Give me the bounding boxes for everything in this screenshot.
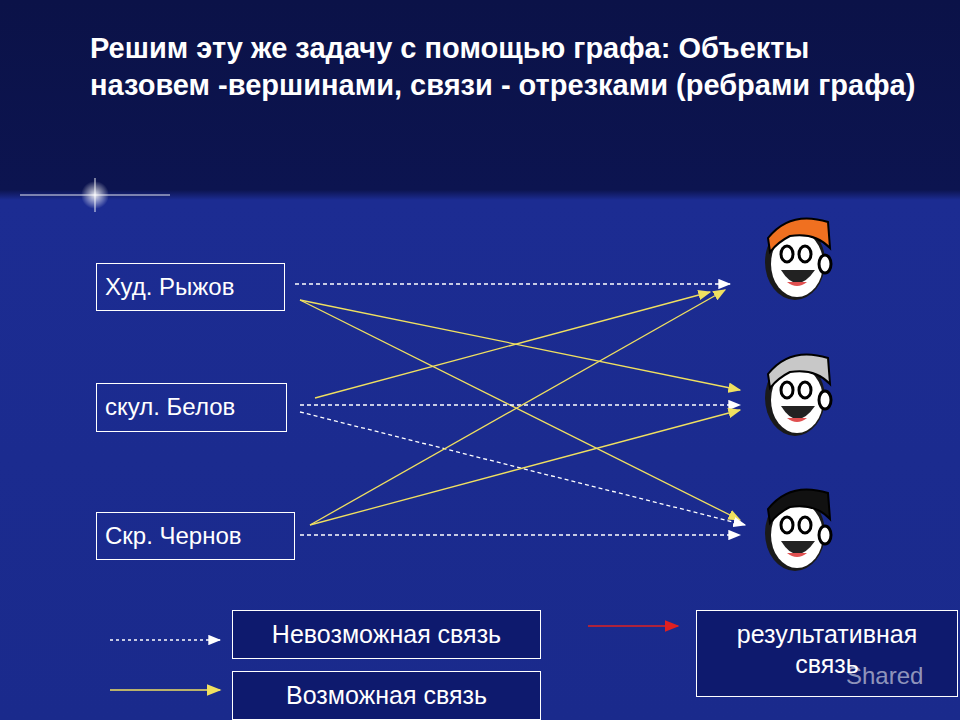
graph-links <box>295 284 745 535</box>
person-icon <box>765 218 831 300</box>
watermark: Shared <box>846 662 923 690</box>
vertex-box: Худ. Рыжов <box>96 263 285 311</box>
vertex-box: Скр. Чернов <box>96 512 295 560</box>
person-icon <box>765 489 831 571</box>
vertex-label: скул. Белов <box>105 393 278 421</box>
vertex-label: Худ. Рыжов <box>105 273 276 301</box>
slide-title: Решим эту же задачу с помощью графа: Объ… <box>90 30 930 104</box>
vertex-label: Скр. Чернов <box>105 522 286 550</box>
person-icon <box>765 354 831 436</box>
legend-entry: Невозможная связь <box>232 610 541 659</box>
legend-entry: Возможная связь <box>232 671 541 720</box>
vertex-box: скул. Белов <box>96 383 287 432</box>
